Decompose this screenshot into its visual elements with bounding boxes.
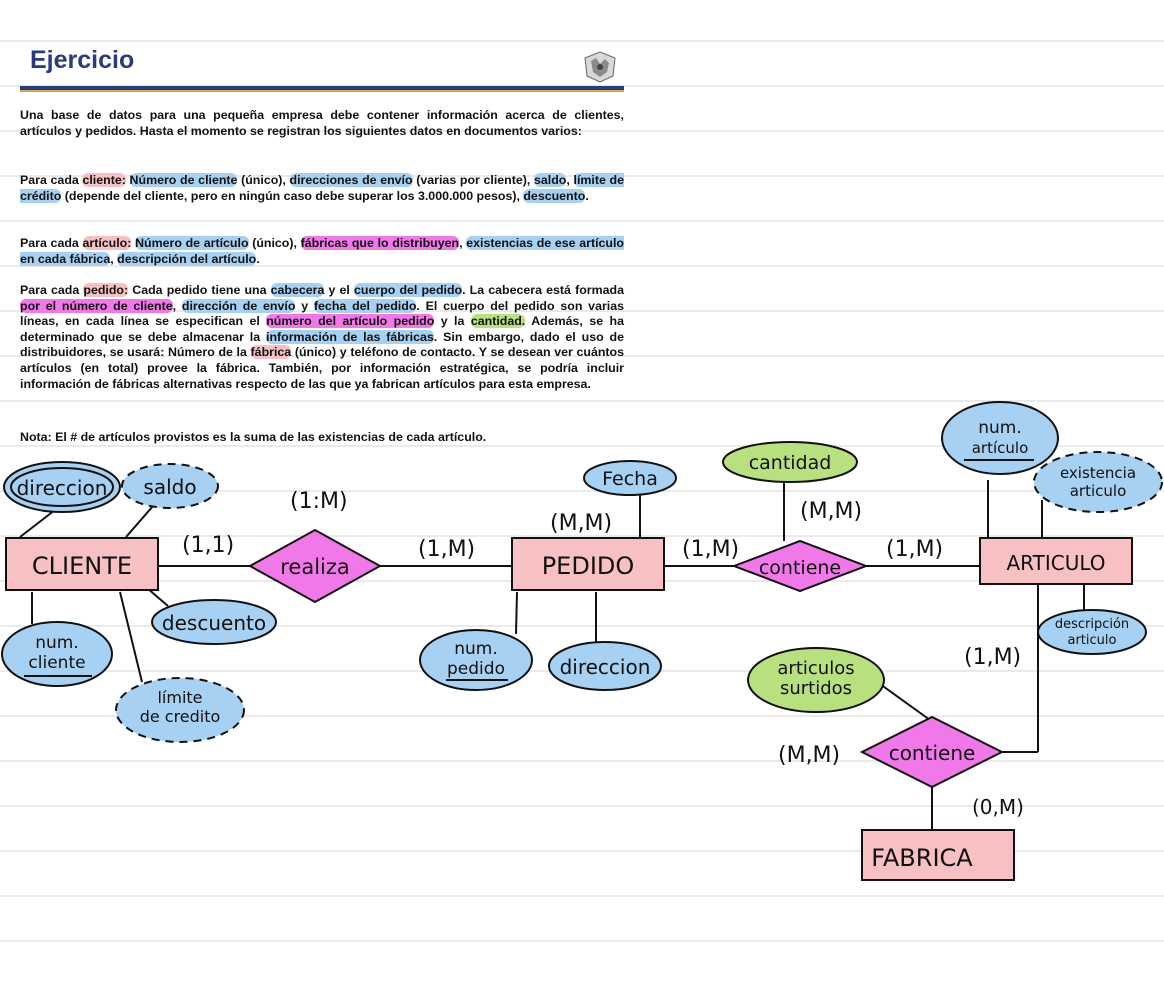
entity-fabrica: FABRICA (861, 829, 1015, 881)
attr-cantidad: cantidad (722, 441, 858, 483)
articulo-paragraph: Para cada artículo: Número de artículo (… (20, 236, 624, 266)
relationship-contiene-fabrica-label: contiene (889, 741, 976, 765)
attr-cliente-saldo: saldo (121, 463, 219, 509)
card-pedido-top: (M,M) (550, 511, 612, 536)
relationship-contiene-articulo: contiene (731, 539, 869, 593)
title-rule (20, 86, 624, 92)
nota-paragraph: Nota: El # de artículos provistos es la … (20, 430, 487, 444)
relationship-realiza-label: realiza (280, 555, 350, 579)
cardinalities: (1,1) (1:M) (1,M) (M,M) (1,M) (M,M) (1,M… (182, 489, 1024, 819)
attr-pedido-direccion-label: direccion (560, 655, 651, 679)
attr-cliente-direccion: direccion (3, 461, 121, 513)
attr-pedido-num-line1: num. (454, 639, 498, 659)
attr-articulo-num-line1: num. (978, 418, 1022, 438)
attr-cliente-num: num. cliente (1, 621, 113, 687)
entity-cliente: CLIENTE (5, 537, 159, 591)
relationship-realiza: realiza (247, 528, 383, 604)
attr-articulo-existencia: existencia articulo (1033, 451, 1163, 513)
card-contiene-top: (M,M) (800, 499, 862, 524)
relationship-contiene-fabrica: contiene (859, 715, 1005, 789)
entity-pedido: PEDIDO (511, 537, 665, 591)
card-cliente-realiza: (1,1) (182, 533, 234, 558)
card-pedido-contiene: (1,M) (682, 537, 739, 562)
entity-articulo-label: ARTICULO (1006, 551, 1105, 575)
attr-cliente-direccion-label: direccion (17, 476, 108, 500)
intro-paragraph: Una base de datos para una pequeña empre… (20, 108, 624, 138)
connector-lines (19, 480, 1085, 830)
card-realiza-top: (1:M) (290, 489, 348, 514)
card-contiene2-left: (M,M) (778, 743, 840, 768)
attr-articulo-descripcion: descripción articulo (1037, 609, 1147, 655)
attr-articulo-num: num. artículo (941, 401, 1059, 475)
attr-cliente-saldo-label: saldo (143, 475, 196, 499)
university-logo-icon (584, 51, 616, 83)
attr-pedido-fecha: Fecha (583, 460, 677, 496)
attr-articulo-num-line2: artículo (972, 439, 1029, 457)
attr-cliente-limite: límite de credito (115, 677, 245, 743)
attr-cliente-descuento-label: descuento (162, 611, 266, 635)
attr-pedido-num-line2: pedido (447, 659, 505, 679)
cliente-paragraph: Para cada cliente: Número de cliente (ún… (20, 173, 625, 203)
entity-articulo: ARTICULO (979, 537, 1133, 585)
attr-articulo-existencia-line1: existencia (1060, 464, 1136, 482)
document-title: Ejercicio (30, 46, 135, 74)
card-realiza-pedido: (1,M) (418, 537, 475, 562)
attr-articulo-descripcion-line1: descripción (1055, 617, 1129, 632)
card-articulo-down: (1,M) (964, 645, 1021, 670)
attr-pedido-direccion: direccion (548, 641, 662, 691)
entity-fabrica-label: FABRICA (871, 844, 973, 872)
attr-cliente-num-line2: cliente (28, 653, 85, 673)
attr-cliente-limite-line2: de credito (140, 707, 221, 726)
attr-cliente-limite-line1: límite (157, 688, 202, 707)
attr-cantidad-label: cantidad (749, 452, 832, 474)
attr-surtidos-line2: surtidos (780, 678, 852, 699)
attr-pedido-fecha-label: Fecha (602, 468, 658, 490)
attr-surtidos-line1: articulos (777, 658, 854, 679)
entity-pedido-label: PEDIDO (542, 552, 635, 580)
attr-articulo-descripcion-line2: articulo (1068, 633, 1117, 648)
attr-pedido-num: num. pedido (419, 629, 533, 691)
entity-cliente-label: CLIENTE (32, 552, 132, 580)
relationship-contiene-label: contiene (759, 557, 841, 579)
attr-articulo-existencia-line2: articulo (1070, 482, 1127, 500)
pedido-paragraph: Para cada pedido: Cada pedido tiene una … (20, 283, 625, 391)
card-contiene2-fabrica: (0,M) (972, 795, 1024, 819)
attr-cliente-descuento: descuento (151, 599, 277, 645)
card-contiene-articulo: (1,M) (886, 537, 943, 562)
attr-cliente-num-line1: num. (35, 633, 79, 653)
attr-articulos-surtidos: articulos surtidos (747, 647, 885, 713)
